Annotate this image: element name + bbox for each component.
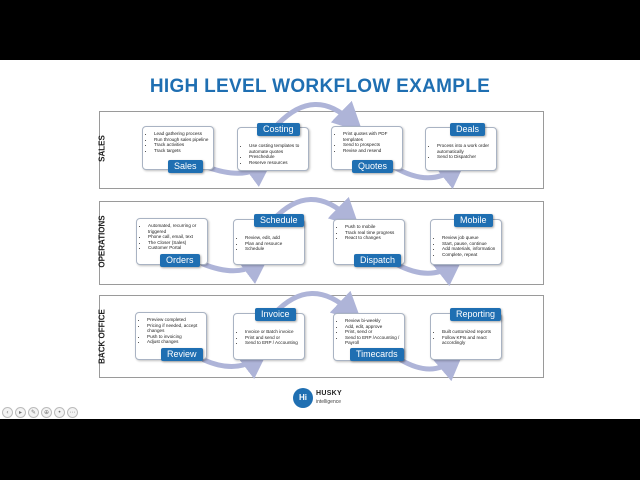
logo-subtitle: intelligence	[316, 399, 342, 405]
row-label-operations: OPERATIONS	[97, 215, 107, 268]
step-items-costing: Use costing templates to automate quotes…	[238, 128, 308, 165]
step-label-deals: Deals	[450, 123, 486, 136]
settings-icon[interactable]: •	[54, 407, 65, 418]
step-label-schedule: Schedule	[254, 214, 304, 227]
zoom-icon[interactable]: ⊕	[41, 407, 52, 418]
step-label-reporting: Reporting	[450, 308, 502, 321]
step-label-quotes: Quotes	[352, 160, 394, 173]
step-items-mobile: Review job queue Start, pause, continue …	[431, 220, 501, 257]
step-label-sales: Sales	[168, 160, 203, 173]
step-items-invoice: Invoice or Batch invoice Print and send …	[234, 314, 304, 346]
slide: HIGH LEVEL WORKFLOW EXAMPLE SALES OPERAT…	[0, 60, 640, 419]
step-label-orders: Orders	[160, 254, 200, 267]
page-title: HIGH LEVEL WORKFLOW EXAMPLE	[149, 76, 491, 97]
step-label-costing: Costing	[257, 123, 300, 136]
logo-name: HUSKY	[316, 390, 343, 397]
step-items-review: Preview completed Pricing if needed, acc…	[136, 313, 206, 345]
step-label-timecards: Timecards	[350, 348, 404, 361]
row-label-sales: SALES	[97, 135, 107, 162]
menu-icon[interactable]: ⋯	[67, 407, 78, 418]
prev-icon[interactable]: ‹	[2, 407, 13, 418]
step-items-reporting: Built customized reports Follow KPIs and…	[431, 314, 501, 346]
step-items-deals: Process into a work order automatically …	[426, 128, 496, 160]
step-label-review: Review	[161, 348, 203, 361]
step-label-mobile: Mobile	[454, 214, 493, 227]
logo-mark: Hi	[293, 388, 313, 408]
presentation-controls: ‹ ▸ ✎ ⊕ • ⋯	[2, 407, 78, 419]
husky-logo: Hi HUSKY intelligence	[293, 388, 353, 410]
step-items-schedule: Review, edit, add Plan and resource Sche…	[234, 220, 304, 252]
step-label-dispatch: Dispatch	[354, 254, 402, 267]
step-items-sales: Lead gathering process Run through sales…	[143, 127, 213, 153]
step-items-quotes: Print quotes with PDF templates Send to …	[332, 127, 402, 153]
step-items-dispatch: Push to mobile Track real time progress …	[334, 220, 404, 241]
step-items-timecards: Review bi-weekly Add, edit, approve Prin…	[334, 314, 404, 346]
step-items-orders: Automated, recurring or triggered Phone …	[137, 219, 207, 251]
row-label-back-office: BACK OFFICE	[97, 309, 107, 364]
pen-icon[interactable]: ✎	[28, 407, 39, 418]
step-label-invoice: Invoice	[255, 308, 296, 321]
play-icon[interactable]: ▸	[15, 407, 26, 418]
